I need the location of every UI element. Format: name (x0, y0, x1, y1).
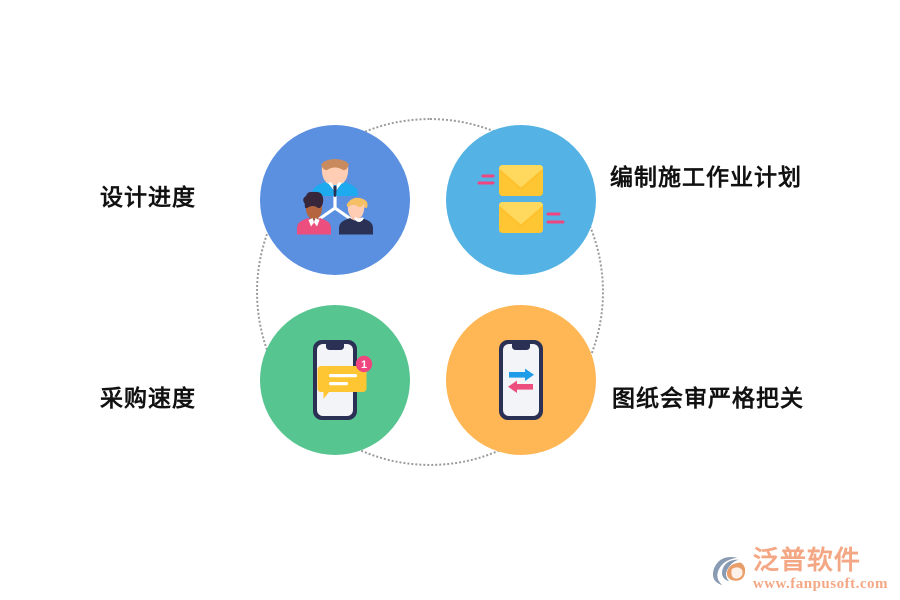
notification-badge: 1 (355, 355, 373, 373)
label-construction-plan: 编制施工作业计划 (610, 164, 802, 190)
phone-transfer-arrows-icon (499, 340, 543, 420)
arrow-left-pink (508, 380, 533, 393)
badge-count: 1 (361, 359, 367, 371)
arrow-right-blue (509, 368, 534, 381)
label-design-progress: 设计进度 (100, 184, 196, 210)
team-org-chart-icon (297, 159, 373, 235)
watermark-brand: 泛普软件 (752, 545, 861, 576)
node-drawing-review[interactable] (446, 305, 596, 455)
dotted-connector-ring (256, 118, 604, 466)
envelopes-sending-icon (477, 165, 565, 233)
watermark-url: www.fanpusoft.com (752, 575, 888, 592)
node-construction-plan[interactable] (446, 125, 596, 275)
node-purchase-speed[interactable]: 1 (260, 305, 410, 455)
fanpu-swoosh-logo-icon (712, 556, 745, 585)
phone-message-notification-icon: 1 (313, 340, 373, 420)
node-design-progress[interactable] (260, 125, 410, 275)
label-drawing-review: 图纸会审严格把关 (612, 385, 804, 411)
label-purchase-speed: 采购速度 (100, 385, 196, 411)
watermark: 泛普软件 www.fanpusoft.com (709, 545, 888, 592)
